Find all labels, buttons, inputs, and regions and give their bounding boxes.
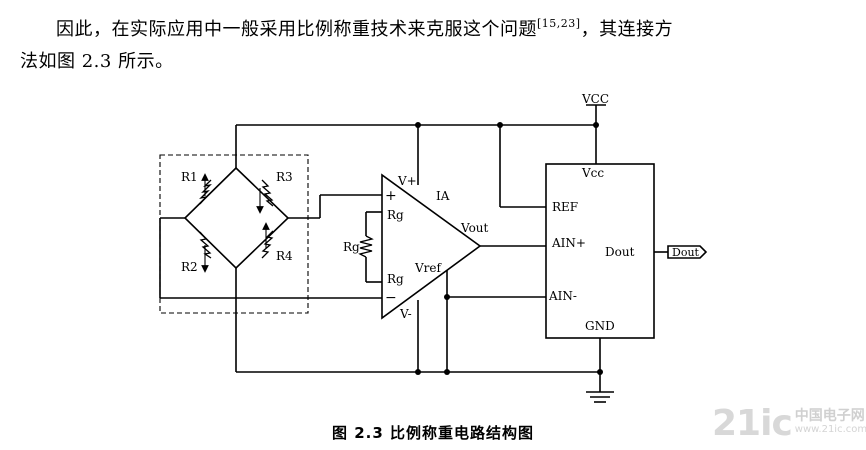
- ia-vout-label: Vout: [460, 221, 489, 235]
- paragraph-line-2: 法如图 2.3 所示。: [20, 51, 174, 72]
- ia-rg-bottom-label: Rg: [387, 272, 404, 286]
- r3-label: R3: [276, 170, 293, 184]
- ia-vplus-label: V+: [397, 174, 417, 188]
- adc-gnd-label: GND: [585, 319, 615, 333]
- vcc-label: VCC: [581, 92, 609, 106]
- ia-vminus-label: V-: [399, 307, 412, 321]
- paragraph-line-1: 因此，在实际应用中一般采用比例称重技术来克服这个问题[15,23]，其连接方: [56, 17, 674, 40]
- ia-name-label: IA: [436, 189, 450, 203]
- r2-label: R2: [181, 260, 198, 274]
- ia-rg-top-label: Rg: [387, 208, 404, 222]
- ia-plus-label: +: [385, 188, 397, 204]
- watermark-cn: 中国电子网: [794, 408, 865, 424]
- body-paragraph: 因此，在实际应用中一般采用比例称重技术来克服这个问题[15,23]，其连接方 法…: [20, 8, 860, 78]
- watermark-mark: 21ic: [712, 402, 793, 444]
- r1-label: R1: [181, 170, 198, 184]
- adc-ain-plus-label: AIN+: [551, 236, 586, 250]
- adc-vcc-label: Vcc: [581, 166, 604, 180]
- ia-vref-label: Vref: [414, 261, 443, 275]
- watermark-url: www.21ic.com: [794, 424, 866, 435]
- ia-minus-label: −: [385, 290, 397, 306]
- r4-resistor: [261, 230, 274, 259]
- watermark-logo: 21ic 中国电子网 www.21ic.com: [712, 400, 866, 446]
- junctions: [415, 122, 603, 375]
- adc-ain-minus-label: AIN-: [548, 289, 577, 303]
- rg-label: Rg: [343, 240, 360, 254]
- citation: [15,23]: [537, 17, 581, 30]
- r4-label: R4: [276, 249, 293, 263]
- adc-dout-label: Dout: [605, 245, 635, 259]
- dout-port-label: Dout: [672, 246, 700, 259]
- figure-caption: 图 2.3 比例称重电路结构图: [331, 424, 535, 442]
- rg-resistor: [358, 235, 374, 258]
- adc-ref-label: REF: [552, 200, 578, 214]
- r3-resistor: [261, 179, 274, 207]
- bridge-boundary: [159, 154, 309, 314]
- adjust-arrows: [201, 173, 270, 273]
